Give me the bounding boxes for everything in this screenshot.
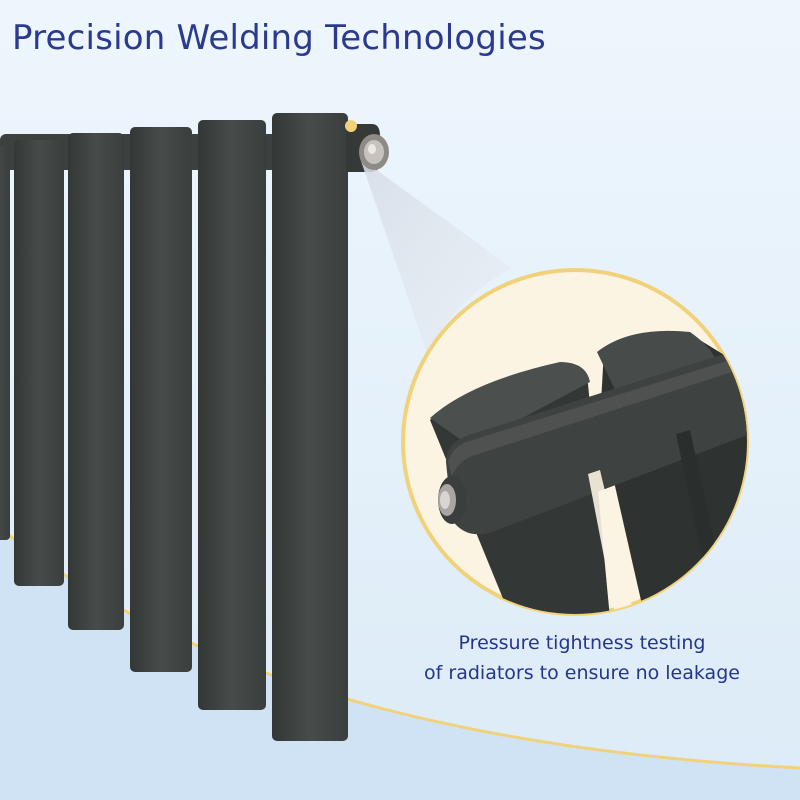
radiator-panel	[14, 140, 64, 586]
magnifier-callout	[401, 268, 749, 616]
radiator-illustration	[0, 113, 380, 741]
radiator-panel	[272, 113, 348, 741]
page-title: Precision Welding Technologies	[12, 18, 546, 58]
caption-line-1: Pressure tightness testing	[458, 632, 706, 654]
caption-line-2: of radiators to ensure no leakage	[424, 662, 740, 684]
focus-point-dot	[345, 120, 357, 132]
radiator-panel	[198, 120, 266, 710]
pipe-fitting-icon	[359, 134, 389, 170]
radiator-panel	[68, 133, 124, 630]
radiator-panel	[130, 127, 192, 672]
radiator-panel	[0, 146, 10, 540]
feature-caption: Pressure tightness testing of radiators …	[400, 628, 764, 688]
magnifier-beam	[360, 158, 512, 356]
lower-backdrop-curve	[0, 528, 800, 800]
